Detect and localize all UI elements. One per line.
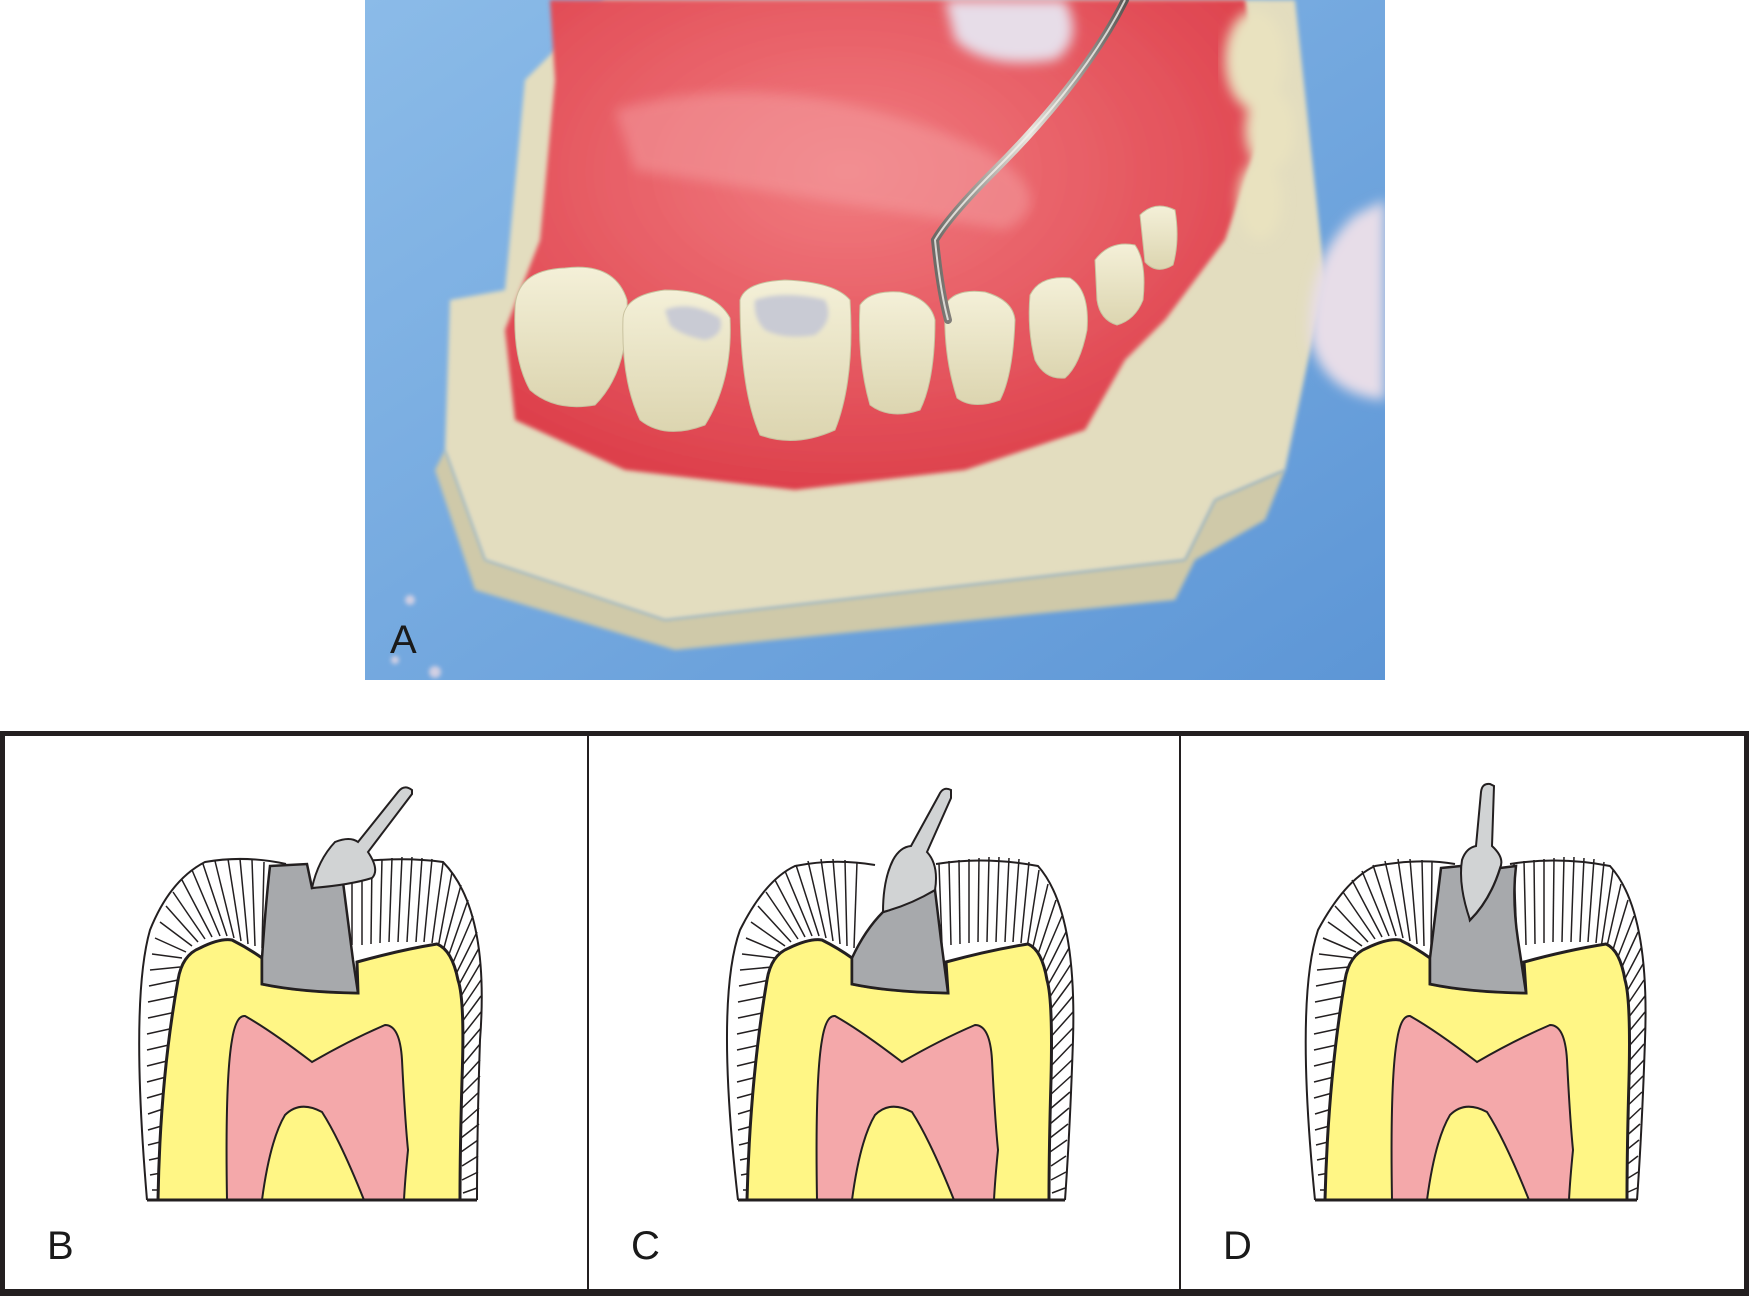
panel-label-c: C <box>631 1224 660 1268</box>
diagram-panels: B <box>0 731 1749 1296</box>
tooth-cross-section-d <box>1304 782 1647 1202</box>
tooth-cross-section-c <box>725 787 1075 1202</box>
gloved-fingers <box>945 0 1385 400</box>
photo-panel-a: A <box>365 0 1385 680</box>
diagram-panel-d: D <box>1179 736 1744 1289</box>
panel-label-a: A <box>390 618 417 662</box>
panel-label-b: B <box>47 1224 74 1268</box>
panel-label-d: D <box>1223 1224 1252 1268</box>
tooth-cross-section-b <box>138 786 483 1202</box>
root-canal-dentin <box>850 1105 956 1201</box>
diagram-panel-b: B <box>5 736 587 1289</box>
restoration-material <box>665 295 829 340</box>
teeth-row <box>514 205 1178 441</box>
diagram-panel-c: C <box>587 736 1179 1289</box>
root-canal-dentin <box>1425 1105 1531 1201</box>
condenser-instrument <box>310 786 413 890</box>
typodont-photo <box>365 0 1385 680</box>
condenser-instrument <box>1460 782 1503 922</box>
condenser-instrument <box>881 787 952 914</box>
root-canal-dentin <box>260 1105 366 1201</box>
restoration <box>260 862 360 995</box>
